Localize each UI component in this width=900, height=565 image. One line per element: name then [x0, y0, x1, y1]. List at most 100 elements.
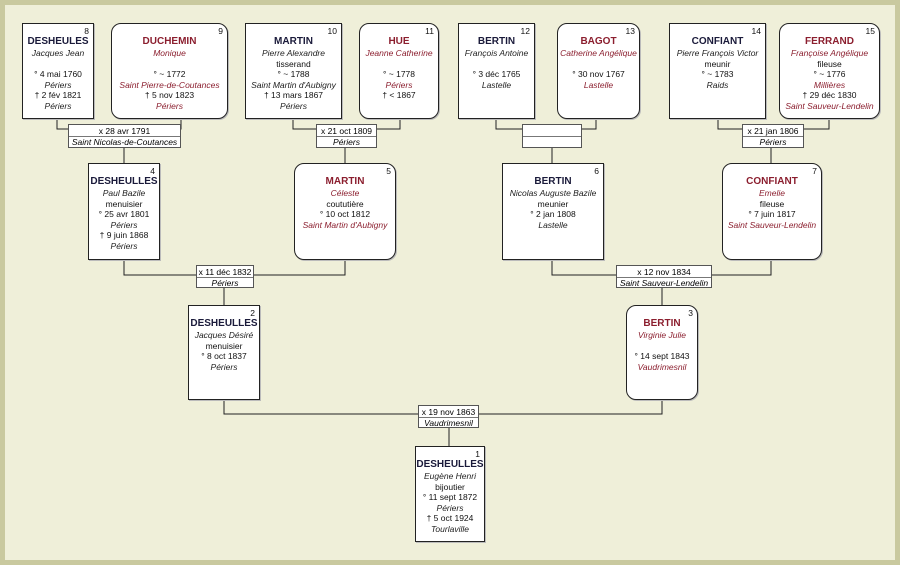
occupation: tisserand: [276, 58, 311, 69]
occupation: meunier: [537, 198, 569, 209]
connector-m1: [223, 400, 663, 446]
surname: FERRAND: [805, 36, 854, 47]
given-names: Céleste: [330, 188, 360, 198]
given-names: Virginie Julie: [637, 330, 687, 340]
birth-place: Saint Sauveur-Lendelin: [727, 219, 817, 230]
death-date: † < 1867: [382, 90, 416, 100]
marriage-date: x 11 déc 1832: [198, 267, 252, 277]
birth-place: Périers: [110, 219, 138, 230]
sosa-number: 2: [250, 308, 255, 318]
given-names: Emelie: [759, 188, 785, 198]
birth-date: ° 7 juin 1817: [748, 209, 796, 219]
marriage-box: [522, 124, 582, 148]
birth-place: Saint Martin d'Aubigny: [251, 79, 336, 90]
surname: DESHEULLES: [416, 459, 484, 470]
given-names: Jacques Jean: [31, 48, 85, 58]
marriage-date: x 21 oct 1809: [320, 126, 373, 136]
occupation: [23, 59, 93, 70]
birth-date: ° 8 oct 1837: [201, 351, 247, 361]
connector-m7: [717, 119, 830, 163]
marriage-date: x 28 avr 1791: [98, 126, 151, 136]
surname: CONFIANT: [691, 36, 744, 47]
marriage-place: [523, 136, 581, 147]
connector-m6: [495, 119, 597, 163]
surname: BAGOT: [580, 36, 617, 47]
birth-date: ° ~ 1778: [383, 69, 415, 79]
occupation: menuisier: [105, 198, 143, 209]
given-names: Pierre Alexandre: [262, 48, 325, 58]
marriage-date: x 19 nov 1863: [421, 407, 476, 417]
occupation: menuisier: [205, 340, 243, 351]
marriage-place: Périers: [743, 136, 803, 147]
occupation: fileuse: [759, 198, 785, 209]
birth-date: ° 4 mai 1760: [34, 69, 82, 79]
birth-place: Lastelle: [538, 219, 568, 230]
birth-place: Périers: [44, 79, 72, 90]
death-place: Périers: [280, 100, 307, 111]
connector-m2: [123, 260, 346, 305]
given-names: Monique: [153, 48, 186, 58]
sosa-number: 8: [84, 26, 89, 36]
birth-date: ° ~ 1776: [813, 69, 846, 79]
connector-m3: [551, 260, 772, 305]
sosa-number: 7: [812, 166, 817, 176]
occupation: [112, 59, 227, 70]
birth-place: Raids: [706, 79, 729, 90]
given-names: Françoise Angélique: [790, 48, 869, 58]
birth-place: Périers: [385, 79, 413, 90]
death-date: † 5 nov 1823: [144, 90, 195, 100]
marriage-date: x 21 jan 1806: [747, 126, 799, 136]
sosa-number: 10: [327, 26, 337, 36]
birth-place: Lastelle: [583, 79, 614, 90]
occupation: [627, 341, 697, 352]
occupation: [558, 59, 639, 70]
surname: BERTIN: [477, 36, 516, 47]
death-date: † 5 oct 1924: [426, 513, 474, 523]
given-names: Nicolas Auguste Bazile: [509, 188, 597, 198]
occupation: meunir: [704, 58, 731, 69]
sosa-number: 4: [150, 166, 155, 176]
birth-date: ° 30 nov 1767: [572, 69, 625, 79]
given-names: Catherine Angélique: [560, 48, 637, 58]
sosa-number: 12: [520, 26, 530, 36]
surname: DESHEULLES: [190, 318, 258, 329]
birth-date: ° ~ 1783: [701, 69, 734, 79]
birth-date: ° 3 déc 1765: [472, 69, 521, 79]
birth-place: Saint Martin d'Aubigny: [302, 219, 388, 230]
surname: DESHEULLES: [90, 176, 158, 187]
given-names: Paul Bazile: [102, 188, 146, 198]
birth-place: Millières: [813, 79, 846, 90]
birth-date: ° 2 jan 1808: [530, 209, 576, 219]
birth-place: Saint Pierre-de-Coutances: [119, 79, 220, 90]
birth-place: Périers: [210, 361, 238, 372]
sosa-number: 5: [386, 166, 391, 176]
marriage-date: [523, 125, 581, 136]
sosa-number: 13: [625, 26, 635, 36]
sosa-number: 11: [425, 26, 434, 36]
surname: DUCHEMIN: [142, 36, 197, 47]
birth-date: ° 10 oct 1812: [319, 209, 371, 219]
death-place: Périers: [110, 240, 138, 251]
sosa-number: 6: [594, 166, 599, 176]
occupation: coututière: [326, 198, 364, 209]
sosa-number: 3: [688, 308, 693, 318]
